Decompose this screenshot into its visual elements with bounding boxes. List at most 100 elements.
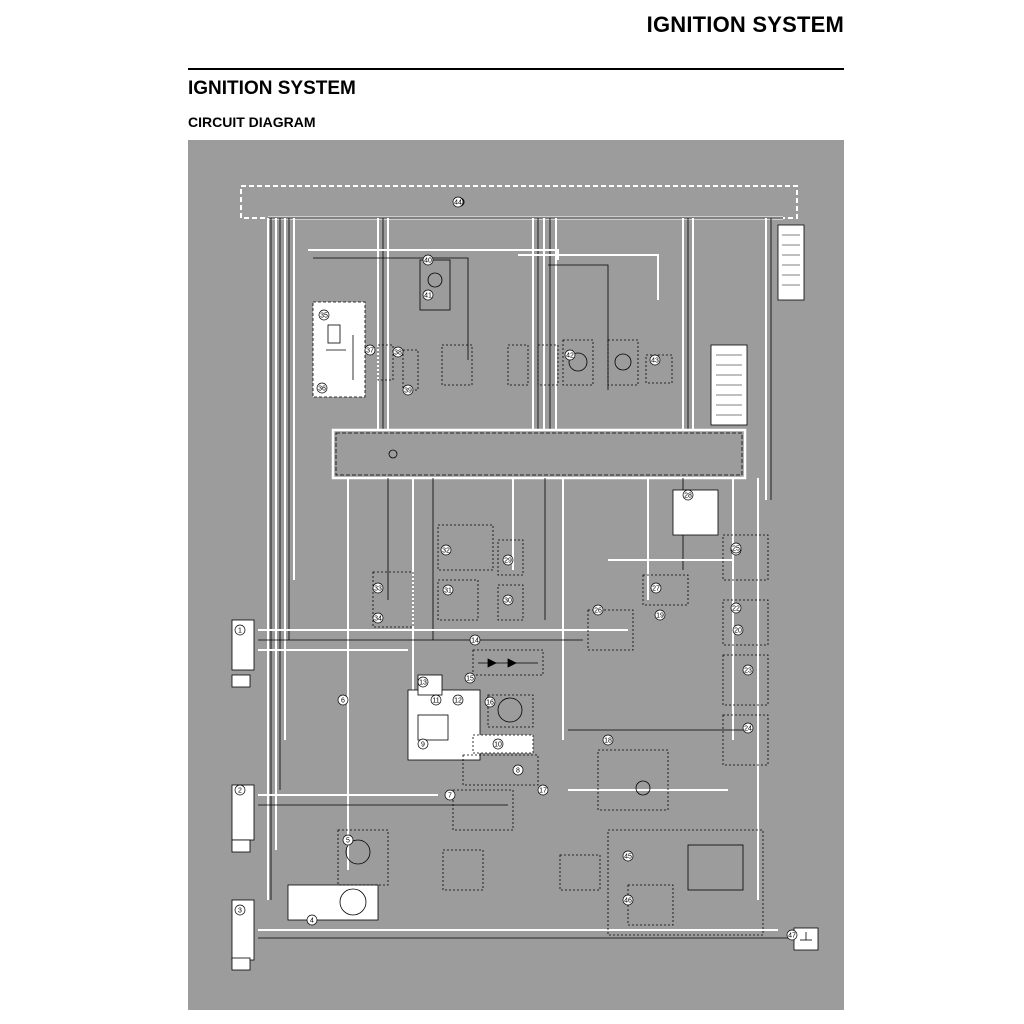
component-number: 26 (594, 608, 602, 615)
component-number: 22 (732, 606, 740, 613)
component-number: 6 (341, 698, 345, 705)
component-number: 11 (432, 698, 439, 705)
component-number-marker: 6 (337, 694, 349, 706)
component-number-marker: 46 (622, 894, 634, 906)
component-number-marker: 35 (318, 309, 330, 321)
left-connectors (231, 619, 255, 971)
component-number: 20 (734, 628, 742, 635)
ecu-unit (331, 428, 747, 480)
component-number: 29 (504, 558, 512, 565)
circuit-diagram: 1234567891011121314151617181920212223242… (188, 140, 844, 1010)
component-number-marker: 39 (402, 384, 414, 396)
component-number: 34 (374, 616, 382, 623)
component-number: 23 (744, 668, 752, 675)
component-number-marker: 20 (732, 624, 744, 636)
section-title: IGNITION SYSTEM (188, 78, 356, 99)
component-number: 47 (788, 933, 796, 940)
component-number-marker: 5 (342, 834, 354, 846)
component-number: 40 (424, 258, 432, 265)
component-number: 43 (651, 358, 659, 365)
component-number: 27 (652, 586, 660, 593)
component-number-marker: 15 (464, 672, 476, 684)
component-number: 46 (624, 898, 632, 905)
top-connector-bar (240, 185, 798, 220)
component-number-marker: 17 (537, 784, 549, 796)
component-number-marker: 8 (512, 764, 524, 776)
lower-components (442, 749, 764, 936)
right-connector-block (777, 224, 805, 301)
component-number-marker: 28 (682, 489, 694, 501)
color-code-legend (710, 344, 748, 426)
component-number-marker: 26 (592, 604, 604, 616)
component-number: 44 (454, 200, 462, 207)
component-number-marker: 44 (452, 196, 464, 208)
component-number-marker: 1 (234, 624, 246, 636)
component-number-marker: 38 (392, 346, 404, 358)
component-number-marker: 24 (742, 722, 754, 734)
component-number: 9 (421, 742, 425, 749)
component-number-marker: 2 (234, 784, 246, 796)
component-number-marker: 45 (622, 850, 634, 862)
component-number-marker: 47 (786, 929, 798, 941)
component-number-marker: 30 (502, 594, 514, 606)
component-number: 14 (471, 638, 479, 645)
component-number-marker: 13 (417, 676, 429, 688)
component-number-marker: 19 (654, 609, 666, 621)
component-number: 28 (684, 493, 692, 500)
component-number-marker: 29 (502, 554, 514, 566)
component-number-marker: 32 (440, 544, 452, 556)
component-number: 35 (320, 313, 328, 320)
component-number: 32 (442, 548, 450, 555)
component-number: 25 (732, 546, 740, 553)
running-header-title: IGNITION SYSTEM (646, 12, 844, 37)
component-number: 10 (494, 742, 502, 749)
component-number-marker: 41 (422, 289, 434, 301)
component-number: 3 (238, 908, 242, 915)
component-number: 33 (374, 586, 382, 593)
component-number: 16 (486, 700, 494, 707)
component-number-marker: 37 (364, 344, 376, 356)
component-number: 7 (448, 793, 452, 800)
component-number-marker: 16 (484, 696, 496, 708)
circuit-diagram-svg: 1234567891011121314151617181920212223242… (231, 185, 819, 971)
component-number: 17 (539, 788, 547, 795)
component-number: 45 (624, 854, 632, 861)
component-number: 19 (656, 613, 664, 620)
component-number-marker: 40 (422, 254, 434, 266)
component-number: 4 (310, 918, 314, 925)
component-number: 39 (404, 388, 412, 395)
component-number-marker: 10 (492, 738, 504, 750)
component-number-marker: 12 (452, 694, 464, 706)
component-number: 36 (318, 386, 326, 393)
middle-components (372, 489, 769, 766)
ground-terminal (793, 927, 819, 951)
component-number: 37 (366, 348, 374, 355)
component-number-marker: 34 (372, 612, 384, 624)
sensor-components (377, 259, 673, 391)
component-number-marker: 11 (430, 694, 442, 706)
component-number: 42 (566, 353, 574, 360)
component-number-marker: 3 (234, 904, 246, 916)
component-number: 8 (516, 768, 520, 775)
component-number-marker: 27 (650, 582, 662, 594)
component-number-marker: 31 (442, 584, 454, 596)
component-number-marker: 36 (316, 382, 328, 394)
component-number-marker: 42 (564, 349, 576, 361)
component-number: 18 (604, 738, 612, 745)
main-switch-area (407, 674, 534, 761)
wire-harness (267, 218, 772, 900)
component-number-marker: 18 (602, 734, 614, 746)
component-number-marker: 33 (372, 582, 384, 594)
component-number: 24 (744, 726, 752, 733)
section-subtitle: CIRCUIT DIAGRAM (188, 114, 316, 130)
component-number-marker: 22 (730, 602, 742, 614)
component-number: 31 (444, 588, 452, 595)
component-number-marker: 7 (444, 789, 456, 801)
component-number: 1 (238, 628, 242, 635)
component-number: 38 (394, 350, 402, 357)
component-number: 41 (424, 293, 432, 300)
component-number-marker: 9 (417, 738, 429, 750)
header-rule (188, 68, 844, 70)
component-number: 15 (466, 676, 474, 683)
starter-motor-panel (287, 829, 389, 921)
